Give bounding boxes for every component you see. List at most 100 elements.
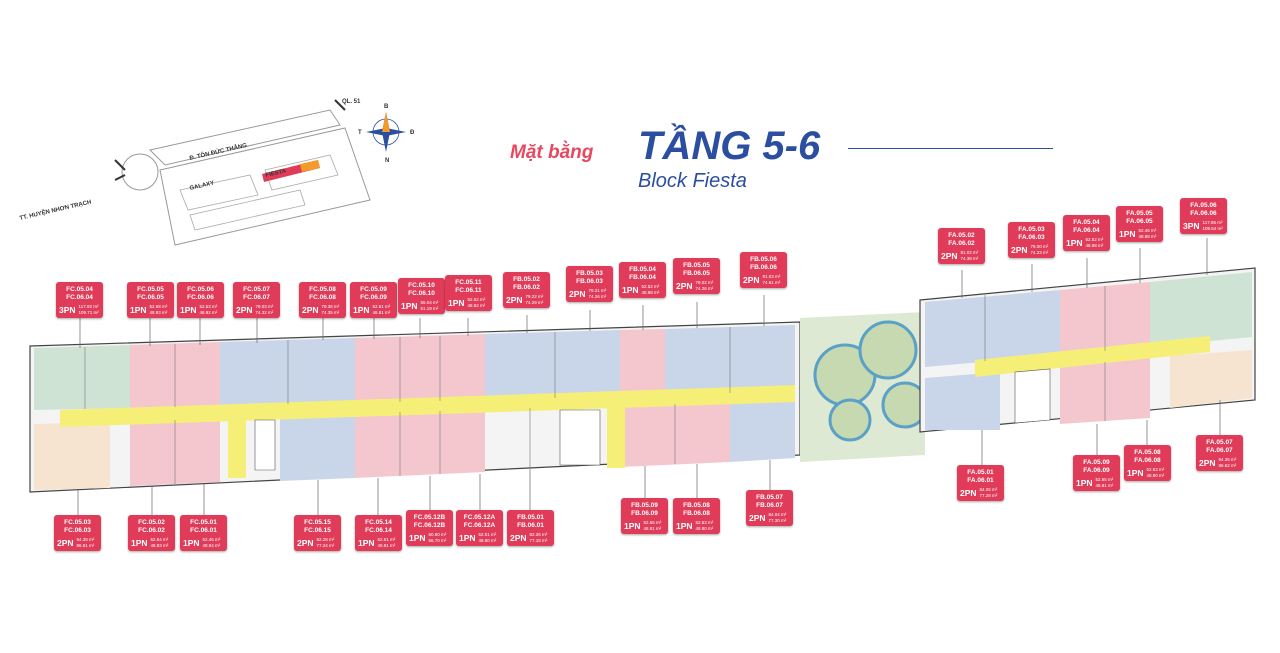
unit-code: FC.05.07 FC.06.07 <box>243 286 270 301</box>
title-main: TẦNG 5-6 <box>638 124 821 168</box>
floor-title: Mặt bằng TẦNG 5-6 Block Fiesta <box>510 120 930 200</box>
unit-code: FC.05.10 FC.06.10 <box>408 282 435 297</box>
unit-code: FB.05.07 FB.06.07 <box>756 494 783 509</box>
unit-code: FB.05.08 FB.06.08 <box>683 502 710 517</box>
unit-code: FC.05.08 FC.06.08 <box>309 286 336 301</box>
area-left-label: GALAXY <box>189 180 215 191</box>
unit-area: 52.68 m² 48.93 m² <box>149 304 168 315</box>
unit-area: 82.28 m² 77.24 m² <box>316 537 335 548</box>
unit-type: 2PN <box>941 250 958 261</box>
unit-type: 1PN <box>401 300 418 311</box>
unit-type: 2PN <box>297 537 314 548</box>
svg-text:B: B <box>384 104 389 110</box>
unit-area: 79.02 m² 74.26 m² <box>695 280 714 291</box>
unit-type: 1PN <box>130 304 147 315</box>
unit-code: FC.05.02 FC.06.02 <box>138 519 165 534</box>
unit-type: 2PN <box>1011 244 1028 255</box>
unit-code: FB.05.09 FB.06.09 <box>631 502 658 517</box>
unit-area: 79.03 m² 74.32 m² <box>255 304 274 315</box>
unit-area: 81.03 m² 74.61 m² <box>762 274 781 285</box>
unit-code: FB.05.05 FB.06.05 <box>683 262 710 277</box>
unit-type: 1PN <box>131 537 148 548</box>
unit-code: FC.05.04 FC.06.04 <box>66 286 93 301</box>
road-main-label: Đ. TÔN ĐỨC THẮNG <box>189 141 248 162</box>
unit-area: 52.63 m² 48.80 m² <box>1146 467 1165 478</box>
unit-code: FA.05.03 FA.06.03 <box>1018 226 1045 241</box>
unit-type: 1PN <box>1076 477 1093 488</box>
unit-type: 1PN <box>624 520 641 531</box>
unit-type: 2PN <box>743 274 760 285</box>
unit-type: 2PN <box>57 537 74 548</box>
unit-code: FC.05.14 FC.06.14 <box>365 519 392 534</box>
unit-area: 52.46 m² 48.88 m² <box>1138 228 1157 239</box>
unit-code: FA.05.02 FA.06.02 <box>948 232 975 247</box>
unit-area: 52.52 m² 48.82 m² <box>467 297 486 308</box>
unit-area: 94.39 m² 86.81 m² <box>76 537 95 548</box>
unit-type: 2PN <box>676 280 693 291</box>
unit-area: 79.00 m² 74.23 m² <box>1030 244 1049 255</box>
unit-area: 52.65 m² 48.81 m² <box>643 520 662 531</box>
unit-type: 1PN <box>409 532 426 543</box>
unit-type: 3PN <box>59 304 76 315</box>
compass-icon: B N Đ T <box>358 104 415 164</box>
svg-text:T: T <box>358 130 362 136</box>
block-c-b-plan <box>29 321 801 493</box>
unit-area: 52.46 m² 48.84 m² <box>202 537 221 548</box>
unit-area: 55.04 m² 51.19 m² <box>420 300 439 311</box>
unit-code: FC.05.05 FC.06.05 <box>137 286 164 301</box>
leader-lines <box>77 238 1221 515</box>
unit-code: FC.05.09 FC.06.09 <box>360 286 387 301</box>
unit-code: FC.05.12B FC.06.12B <box>413 514 446 529</box>
unit-area: 81.02 m² 74.38 m² <box>960 250 979 261</box>
unit-area: 60.80 m² 56.70 m² <box>428 532 447 543</box>
unit-type: 1PN <box>676 520 693 531</box>
unit-type: 2PN <box>1199 457 1216 468</box>
unit-area: 52.63 m² 48.80 m² <box>695 520 714 531</box>
unit-type: 2PN <box>749 512 766 523</box>
unit-code: FB.05.03 FB.06.03 <box>576 270 603 285</box>
unit-area: 79.36 m² 74.35 m² <box>321 304 340 315</box>
unit-area: 94.36 m² 86.62 m² <box>1218 457 1237 468</box>
location-map: QL. 51 Đ. TÔN ĐỨC THẮNG GALAXY FIESTA TT… <box>19 99 415 246</box>
unit-code: FC.05.03 FC.06.03 <box>64 519 91 534</box>
unit-type: 2PN <box>506 294 523 305</box>
garden-area <box>800 312 929 462</box>
block-a-plan <box>919 267 1256 433</box>
unit-area: 52.65 m² 48.81 m² <box>1095 477 1114 488</box>
unit-type: 1PN <box>353 304 370 315</box>
